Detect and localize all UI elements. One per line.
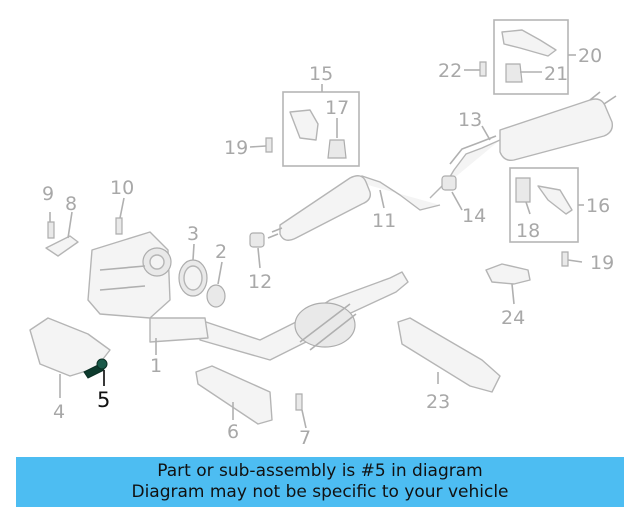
label-part-7: 7 bbox=[299, 427, 311, 449]
leader-lines bbox=[49, 54, 584, 429]
label-part-16: 16 bbox=[586, 195, 610, 217]
part-labels: 1 2 3 4 5 6 7 8 9 10 11 12 13 14 15 16 1… bbox=[42, 45, 614, 449]
label-part-9: 9 bbox=[42, 183, 54, 205]
info-banner: Part or sub-assembly is #5 in diagram Di… bbox=[16, 457, 624, 507]
label-part-13: 13 bbox=[458, 109, 482, 131]
hanger-box-20 bbox=[493, 19, 569, 95]
banner-disclaimer: Diagram may not be specific to your vehi… bbox=[131, 482, 509, 502]
label-part-2: 2 bbox=[215, 241, 227, 263]
label-part-20: 20 bbox=[578, 45, 602, 67]
label-part-23: 23 bbox=[426, 391, 450, 413]
label-part-10: 10 bbox=[110, 177, 134, 199]
label-part-18: 18 bbox=[516, 220, 540, 242]
exhaust-system-diagram: 1 2 3 4 5 6 7 8 9 10 11 12 13 14 15 16 1… bbox=[29, 19, 617, 449]
exhaust-pipe-assembly bbox=[29, 91, 617, 425]
label-part-19-left: 19 bbox=[224, 137, 248, 159]
label-part-24: 24 bbox=[501, 307, 525, 329]
bolt-part-5 bbox=[83, 358, 108, 379]
label-part-12: 12 bbox=[248, 271, 272, 293]
label-part-17: 17 bbox=[325, 97, 349, 119]
label-part-11: 11 bbox=[372, 210, 396, 232]
banner-part-message: Part or sub-assembly is #5 in diagram bbox=[157, 461, 483, 481]
label-part-5: 5 bbox=[97, 388, 110, 412]
label-part-1: 1 bbox=[150, 355, 162, 377]
label-part-4: 4 bbox=[53, 401, 65, 423]
hanger-box-15 bbox=[282, 91, 360, 167]
label-part-22: 22 bbox=[438, 60, 462, 82]
label-part-3: 3 bbox=[187, 223, 199, 245]
label-part-15: 15 bbox=[309, 63, 333, 85]
label-part-8: 8 bbox=[65, 193, 77, 215]
label-part-14: 14 bbox=[462, 205, 486, 227]
label-part-6: 6 bbox=[227, 421, 239, 443]
label-part-19-right: 19 bbox=[590, 252, 614, 274]
label-part-21: 21 bbox=[544, 63, 568, 85]
